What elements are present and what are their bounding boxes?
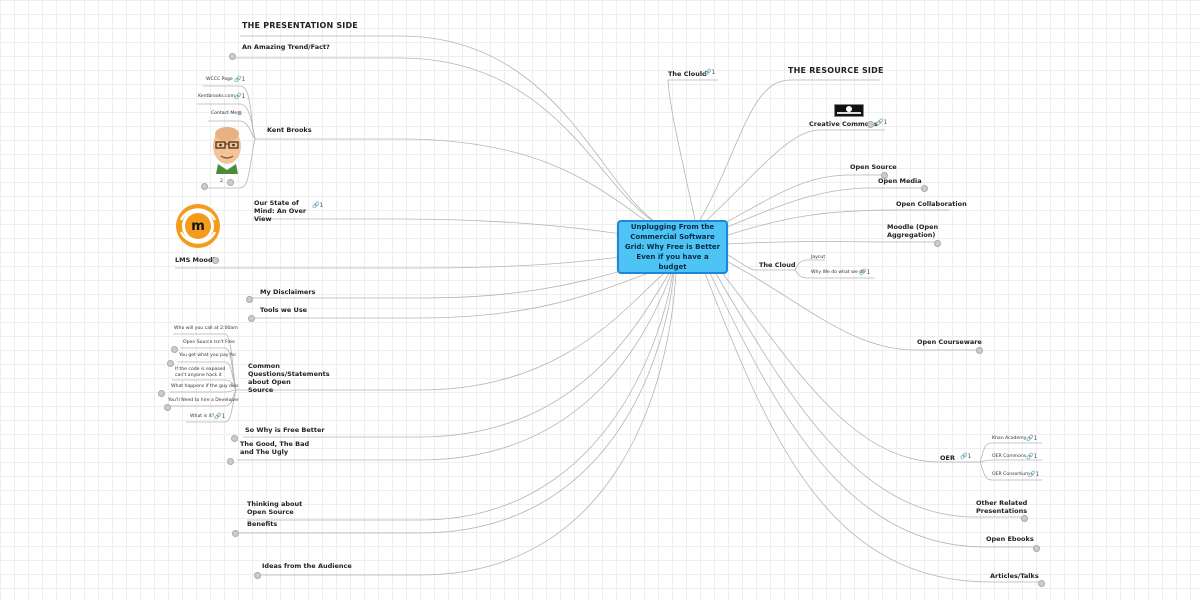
central-topic[interactable]: Unplugging From the Commercial Software …	[617, 220, 728, 274]
link-icon[interactable]: 🔗1	[312, 202, 324, 209]
topic-oer[interactable]: OER	[940, 454, 955, 462]
note-icon[interactable]: ≣	[237, 110, 243, 117]
collapse-toggle-icon[interactable]	[976, 347, 983, 354]
link-icon[interactable]: 🔗1	[234, 93, 246, 100]
link-icon[interactable]: 🔗1	[214, 413, 226, 420]
topic-common-questions[interactable]: Common Questions/Statements about Open S…	[248, 362, 330, 394]
collapse-toggle-icon[interactable]	[1038, 580, 1045, 587]
collapse-toggle-icon[interactable]	[1021, 515, 1028, 522]
topic-good-bad-ugly[interactable]: The Good, The Bad and The Ugly	[240, 440, 310, 456]
subtopic-jaycut[interactable]: Jaycut	[811, 255, 826, 260]
topic-open-collaboration[interactable]: Open Collaboration	[896, 200, 967, 208]
link-icon[interactable]: 🔗1	[1026, 435, 1038, 442]
collapse-toggle-icon[interactable]	[171, 346, 178, 353]
topic-why-free-better[interactable]: So Why is Free Better	[245, 426, 325, 434]
collapse-toggle-icon[interactable]	[201, 183, 208, 190]
link-icon[interactable]: 🔗1	[1026, 453, 1038, 460]
collapse-toggle-icon[interactable]	[254, 572, 261, 579]
subtopic-hire-developer[interactable]: You'll Need to hire a Developer	[168, 398, 239, 403]
collapse-toggle-icon[interactable]	[246, 296, 253, 303]
topic-thinking-open-source[interactable]: Thinking about Open Source	[247, 500, 303, 516]
link-icon[interactable]: 🔗1	[234, 76, 246, 83]
topic-open-ebooks[interactable]: Open Ebooks	[986, 535, 1034, 543]
topic-kent-brooks[interactable]: Kent Brooks	[267, 126, 312, 134]
topic-ideas-audience[interactable]: Ideas from the Audience	[262, 562, 352, 570]
attachment-icon[interactable]	[227, 179, 234, 186]
collapse-toggle-icon[interactable]	[229, 53, 236, 60]
subtopic-kentbrooks-com[interactable]: Kentbrooks.com	[198, 94, 235, 99]
attachment-icon[interactable]	[212, 257, 219, 264]
link-icon[interactable]: 🔗1	[876, 119, 888, 126]
subtopic-get-what-you-pay-for[interactable]: You get what you pay for	[179, 353, 237, 358]
collapse-toggle-icon[interactable]	[232, 530, 239, 537]
link-icon[interactable]: 🔗1	[704, 69, 716, 76]
subtopic-why-we-do[interactable]: Why We do what we do	[811, 270, 865, 275]
topic-state-of-mind[interactable]: Our State of Mind: An Over View	[254, 199, 307, 223]
subtopic-who-will-you-call[interactable]: Who will you call at 2:00am	[174, 326, 238, 331]
subtopic-what-is-it[interactable]: What is it?	[190, 414, 215, 419]
topic-amazing-trend[interactable]: An Amazing Trend/Fact?	[242, 43, 330, 51]
collapse-toggle-icon[interactable]	[921, 185, 928, 192]
subtopic-guy-dies[interactable]: What happens if the guy dies	[171, 384, 239, 389]
link-icon[interactable]: 🔗1	[960, 453, 972, 460]
topic-disclaimers[interactable]: My Disclaimers	[260, 288, 316, 296]
collapse-toggle-icon[interactable]	[1033, 545, 1040, 552]
topic-articles-talks[interactable]: Articles/Talks	[990, 572, 1039, 580]
collapse-toggle-icon[interactable]	[164, 404, 171, 411]
topic-the-clould[interactable]: The Clould	[668, 70, 707, 78]
subtopic-code-exposed[interactable]: If the code is exposed can't anyone hack…	[175, 367, 226, 378]
collapse-toggle-icon[interactable]	[934, 240, 941, 247]
topic-benefits[interactable]: Benefits	[247, 520, 278, 528]
attachment-icon[interactable]	[867, 121, 874, 128]
moodle-powered-logo-icon: m	[176, 204, 220, 248]
link-icon[interactable]: 🔗1	[1028, 471, 1040, 478]
topic-open-source[interactable]: Open Source	[850, 163, 897, 171]
subtopic-khan-academy[interactable]: Khan Academy	[992, 436, 1027, 441]
svg-text:m: m	[191, 219, 205, 234]
collapse-toggle-icon[interactable]	[231, 435, 238, 442]
topic-open-media[interactable]: Open Media	[878, 177, 922, 185]
topic-lms-moodle[interactable]: LMS Moodle	[175, 256, 220, 264]
collapse-toggle-icon[interactable]	[881, 172, 888, 179]
subtopic-contact-me[interactable]: Contact Me	[211, 111, 238, 116]
collapse-toggle-icon[interactable]	[158, 390, 165, 397]
avatar-image-icon	[213, 127, 241, 174]
subtopic-oer-consortium[interactable]: OER Consortium	[992, 472, 1030, 477]
collapse-toggle-icon[interactable]	[167, 360, 174, 367]
subtopic-oer-commons[interactable]: OER Commons	[992, 454, 1027, 459]
resource-side-heading[interactable]: THE RESOURCE SIDE	[788, 66, 884, 75]
topic-tools[interactable]: Tools we Use	[260, 306, 308, 314]
subtopic-wccc-page[interactable]: WCCC Page	[206, 77, 233, 82]
creative-commons-badge-icon	[834, 104, 864, 117]
attachment-count: 2	[220, 179, 223, 184]
link-icon[interactable]: 🔗1	[859, 269, 871, 276]
presentation-side-heading[interactable]: THE PRESENTATION SIDE	[242, 21, 358, 30]
topic-creative-commons[interactable]: Creative Commons	[809, 120, 878, 128]
collapse-toggle-icon[interactable]	[248, 315, 255, 322]
topic-the-cloud[interactable]: The Cloud	[759, 261, 796, 269]
topic-moodle-open-aggregation[interactable]: Moodle (Open Aggregation)	[887, 223, 939, 239]
collapse-toggle-icon[interactable]	[227, 458, 234, 465]
topic-other-presentations[interactable]: Other Related Presentations	[976, 499, 1028, 515]
topic-open-courseware[interactable]: Open Courseware	[917, 338, 982, 346]
subtopic-open-source-not-free[interactable]: Open Source Isn't Free	[183, 340, 235, 345]
